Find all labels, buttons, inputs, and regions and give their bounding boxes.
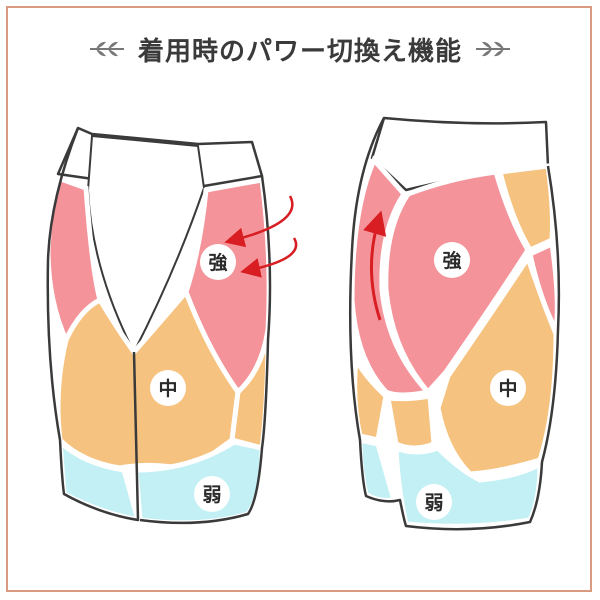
front-shorts bbox=[45, 126, 272, 526]
front-label-strong: 強 bbox=[200, 244, 236, 280]
title-row: 着用時のパワー切換え機能 bbox=[0, 24, 600, 74]
front-outline bbox=[46, 127, 272, 525]
ornament-left-icon bbox=[89, 41, 124, 57]
front-label-weak: 弱 bbox=[194, 476, 230, 512]
svg-text:強: 強 bbox=[442, 250, 461, 272]
back-zone-strong-main bbox=[383, 169, 531, 396]
ornament-right-icon bbox=[476, 41, 510, 57]
curved-arrow-icon bbox=[224, 195, 294, 248]
svg-text:弱: 弱 bbox=[424, 492, 443, 514]
curved-arrow-icon bbox=[240, 237, 298, 278]
back-label-strong: 強 bbox=[434, 242, 470, 278]
svg-text:中: 中 bbox=[158, 377, 177, 400]
back-zone-medium-left bbox=[352, 352, 389, 444]
back-zone-medium-mid bbox=[384, 393, 437, 451]
back-outline bbox=[348, 117, 561, 531]
front-label-medium: 中 bbox=[150, 370, 186, 406]
back-label-medium: 中 bbox=[490, 370, 526, 406]
svg-text:強: 強 bbox=[208, 252, 227, 274]
back-shorts bbox=[348, 116, 561, 531]
back-label-weak: 弱 bbox=[416, 484, 452, 520]
curved-arrow-icon bbox=[363, 210, 387, 321]
svg-text:中: 中 bbox=[498, 377, 517, 400]
svg-text:弱: 弱 bbox=[202, 484, 221, 506]
page-title: 着用時のパワー切換え機能 bbox=[137, 36, 462, 67]
